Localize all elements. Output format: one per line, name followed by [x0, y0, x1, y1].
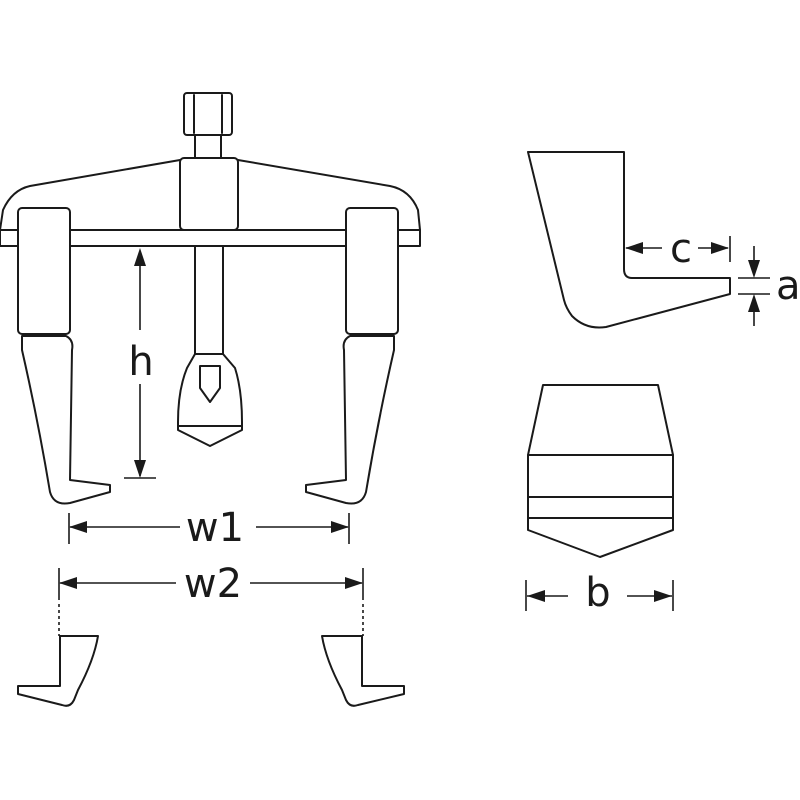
spindle-tip: [199, 365, 221, 403]
arrowhead: [59, 577, 77, 589]
jaw-front-shape: [527, 384, 674, 558]
left-jaw-arm: [21, 335, 111, 505]
right-jaw-arm: [305, 335, 395, 505]
puller-assembly: [0, 92, 421, 505]
dimension-w1: w1: [68, 505, 350, 551]
dimension-h: h: [122, 248, 158, 479]
label-a: a: [776, 263, 800, 309]
right-reversed-jaw-tip: [321, 635, 405, 707]
jaw-profile-shape: [527, 151, 731, 329]
spindle-housing: [179, 157, 239, 231]
jaw-side-profile: c a: [527, 151, 800, 329]
left-reversed-jaw-tip: [17, 635, 99, 707]
arrowhead: [345, 577, 363, 589]
arrowhead: [654, 590, 672, 602]
right-slider-block: [345, 207, 399, 335]
left-slider-block: [17, 207, 71, 335]
arrowhead: [625, 242, 643, 254]
spindle-neck: [194, 134, 222, 160]
arrowhead: [134, 248, 146, 266]
label-mask: [122, 330, 158, 384]
arrowhead: [748, 294, 760, 312]
label-w1: w1: [186, 505, 244, 551]
spindle-hex-nut: [183, 92, 233, 136]
arrowhead: [134, 460, 146, 478]
arrowhead: [331, 521, 349, 533]
arrowhead: [748, 260, 760, 278]
arrowhead: [69, 521, 87, 533]
label-w2: w2: [184, 561, 242, 607]
label-h: h: [128, 339, 153, 385]
spindle-shaft: [194, 245, 224, 355]
arrowhead: [711, 242, 729, 254]
label-c: c: [670, 226, 692, 272]
jaw-front-view: b: [525, 384, 674, 616]
dimension-w2: w2: [58, 561, 364, 636]
pressure-piece: [177, 353, 243, 447]
label-b: b: [585, 570, 610, 616]
arrowhead: [527, 590, 545, 602]
